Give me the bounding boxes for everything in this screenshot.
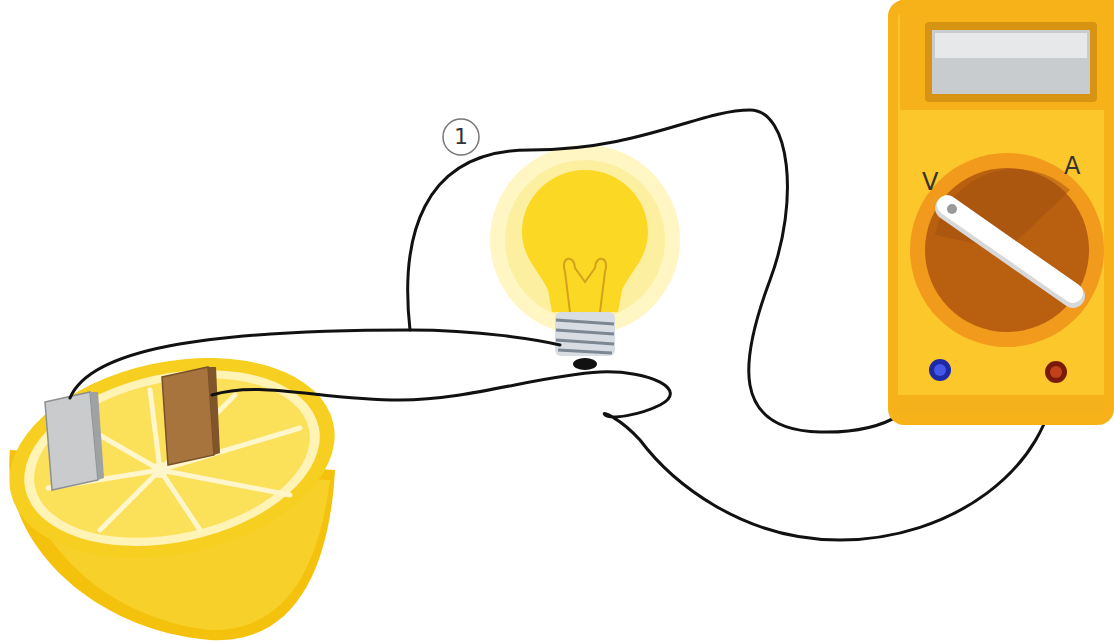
zinc-electrode [45,392,104,490]
callout-number: 1 [454,126,468,148]
copper-electrode [162,367,220,465]
multimeter [888,0,1114,425]
ampere-label: A [1064,154,1080,178]
voltage-label: V [922,170,938,194]
callout-circle [443,119,479,155]
lemon [0,330,353,640]
